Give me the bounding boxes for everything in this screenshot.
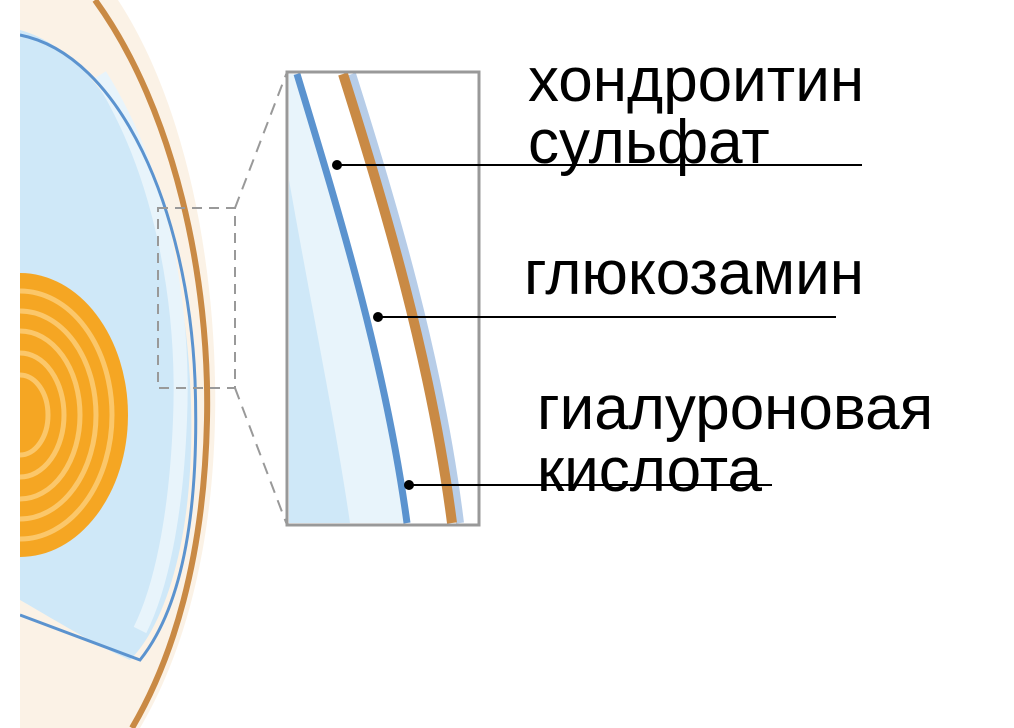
cornea-blue-line	[19, 33, 198, 662]
inset-pale-layer	[348, 72, 464, 524]
eye-brown-shell	[92, 0, 211, 728]
zoom-guide-bottom	[234, 387, 288, 526]
inset-frame	[285, 70, 481, 527]
label-hyaluronic-acid: гиалуроновая кислота	[537, 378, 933, 502]
label-chondroitin-sulfate: хондроитин сульфат	[528, 50, 864, 174]
label-glucosamine: глюкозамин	[524, 239, 864, 308]
zoom-selection-box	[157, 207, 236, 389]
inset-cornea-fill	[289, 180, 350, 523]
leader-lines	[332, 160, 862, 490]
inset-brown-layer	[338, 72, 457, 524]
cornea-inner-highlight	[94, 71, 188, 634]
inset-blue-layer	[293, 72, 411, 524]
label-line: гиалуроновая	[537, 374, 934, 443]
label-line: сульфат	[528, 108, 770, 177]
label-line: хондроитин	[528, 46, 865, 115]
leader-dot-hyaluronic	[404, 480, 414, 490]
label-line: кислота	[537, 436, 762, 505]
magnified-inset	[285, 70, 481, 527]
leader-dot-chondroitin	[332, 160, 342, 170]
zoom-guide-top	[234, 71, 288, 209]
eye-cross-section	[0, 0, 216, 728]
page-left-margin	[0, 0, 20, 728]
leader-dot-glucosamine	[373, 312, 383, 322]
